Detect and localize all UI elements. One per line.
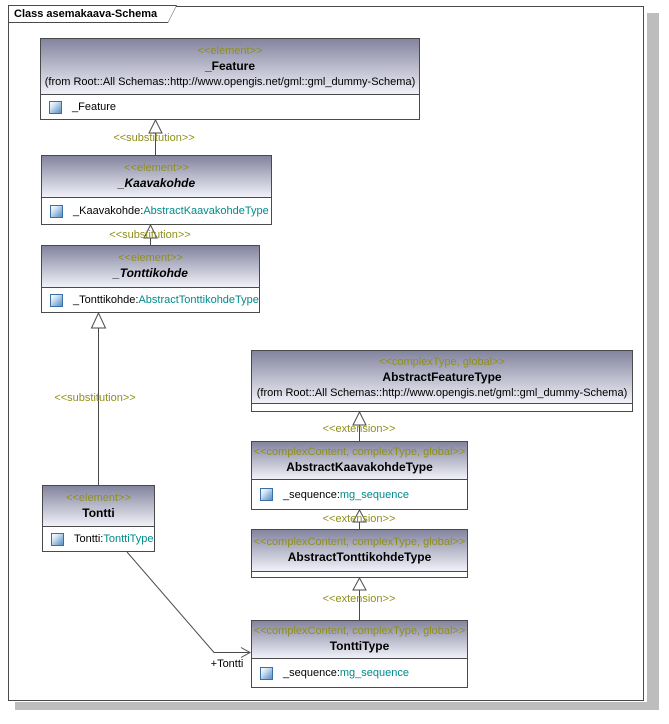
hollow-triangle-arrowhead xyxy=(143,223,158,239)
connector-extension-kaavakohdetype-featuretype[interactable] xyxy=(352,410,367,441)
class-header: <<complexContent, complexType, global>> … xyxy=(252,530,467,572)
class-header: <<complexType, global>> AbstractFeatureT… xyxy=(252,351,632,404)
class-box-abstract-tonttikohde-type[interactable]: <<complexContent, complexType, global>> … xyxy=(251,529,468,578)
diagram-title: Class asemakaava-Schema xyxy=(9,6,176,22)
class-header: <<element>> _Kaavakohde xyxy=(42,156,271,198)
connector-association-tontti-tonttitype[interactable] xyxy=(126,551,252,658)
stereotype-label: <<complexType, global>> xyxy=(379,355,505,368)
class-name: _Kaavakohde xyxy=(117,176,196,190)
origin-label: (from Root::All Schemas::http://www.open… xyxy=(44,76,416,88)
empty-attribute-section xyxy=(252,572,467,577)
attribute-text: _Tonttikohde:AbstractTonttikohdeType xyxy=(73,294,259,306)
attribute-icon xyxy=(260,666,273,680)
attribute-row[interactable]: _sequence:mg_sequence xyxy=(252,666,467,680)
extension-label: <<extension>> xyxy=(322,423,396,435)
hollow-triangle-arrowhead xyxy=(352,410,367,426)
class-header: <<element>> _Tonttikohde xyxy=(42,246,259,288)
class-name: AbstractFeatureType xyxy=(382,369,502,384)
connector-substitution-kaavakohde-feature[interactable] xyxy=(148,118,163,155)
attribute-icon xyxy=(49,100,62,114)
connector-substitution-tontti-tonttikohde[interactable] xyxy=(90,311,107,485)
open-arrowhead xyxy=(240,647,252,658)
attribute-row[interactable]: _Tonttikohde:AbstractTonttikohdeType xyxy=(42,293,259,307)
class-name: _Feature xyxy=(204,59,256,73)
attribute-icon xyxy=(50,204,63,218)
empty-attribute-section xyxy=(252,404,632,411)
connector-substitution-tonttikohde-kaavakohde[interactable] xyxy=(143,223,158,245)
attribute-row[interactable]: _sequence:mg_sequence xyxy=(252,488,467,501)
class-box-tontti[interactable]: <<element>> Tontti Tontti:TonttiType xyxy=(42,485,155,552)
hollow-triangle-arrowhead xyxy=(90,311,107,329)
class-header: <<complexContent, complexType, global>> … xyxy=(252,442,467,480)
class-header: <<element>> _Feature (from Root::All Sch… xyxy=(41,39,419,95)
extension-label: <<extension>> xyxy=(322,513,396,525)
class-name: TonttiType xyxy=(329,639,390,653)
class-header: <<complexContent, complexType, global>> … xyxy=(252,621,467,659)
attribute-text: _Feature xyxy=(72,101,117,113)
stereotype-label: <<element>> xyxy=(124,162,189,174)
hollow-triangle-arrowhead xyxy=(352,576,367,591)
hollow-triangle-arrowhead xyxy=(352,508,367,523)
class-name: AbstractTonttikohdeType xyxy=(287,550,432,564)
connector-extension-tonttitype-tonttikohdetype[interactable] xyxy=(352,576,367,620)
hollow-triangle-arrowhead xyxy=(148,118,163,134)
class-box-tonttikohde[interactable]: <<element>> _Tonttikohde _Tonttikohde:Ab… xyxy=(41,245,260,313)
extension-label: <<extension>> xyxy=(322,593,396,605)
attribute-text: _sequence:mg_sequence xyxy=(283,667,409,679)
substitution-label: <<substitution>> xyxy=(109,229,191,241)
class-name: AbstractKaavakohdeType xyxy=(286,460,433,474)
attribute-row[interactable]: Tontti:TonttiType xyxy=(43,532,154,546)
association-role-label: +Tontti xyxy=(210,658,244,670)
page-shadow-bottom xyxy=(15,702,659,710)
attribute-icon xyxy=(260,488,273,501)
page-shadow-right xyxy=(647,13,659,707)
class-box-tontti-type[interactable]: <<complexContent, complexType, global>> … xyxy=(251,620,468,688)
stereotype-label: <<element>> xyxy=(66,491,131,504)
attribute-icon xyxy=(51,532,64,546)
class-name: Tontti xyxy=(82,505,115,520)
diagram-title-tab: Class asemakaava-Schema xyxy=(8,5,177,23)
substitution-label: <<substitution>> xyxy=(113,132,195,144)
substitution-label: <<substitution>> xyxy=(54,392,136,404)
attribute-text: Tontti:TonttiType xyxy=(74,533,154,545)
class-box-abstract-kaavakohde-type[interactable]: <<complexContent, complexType, global>> … xyxy=(251,441,468,510)
stereotype-label: <<complexContent, complexType, global>> xyxy=(253,625,466,637)
class-header: <<element>> Tontti xyxy=(43,486,154,527)
attribute-text: _sequence:mg_sequence xyxy=(283,488,409,501)
attribute-row[interactable]: _Kaavakohde:AbstractKaavakohdeType xyxy=(42,204,271,218)
connector-extension-tonttikohdetype-kaavakohdetype[interactable] xyxy=(352,508,367,529)
attribute-icon xyxy=(50,293,63,307)
attribute-text: _Kaavakohde:AbstractKaavakohdeType xyxy=(73,205,269,217)
stereotype-label: <<complexContent, complexType, global>> xyxy=(253,446,466,458)
stereotype-label: <<complexContent, complexType, global>> xyxy=(253,536,466,548)
stereotype-label: <<element>> xyxy=(118,252,183,264)
class-box-kaavakohde[interactable]: <<element>> _Kaavakohde _Kaavakohde:Abst… xyxy=(41,155,272,225)
class-box-feature[interactable]: <<element>> _Feature (from Root::All Sch… xyxy=(40,38,420,120)
stereotype-label: <<element>> xyxy=(197,45,263,57)
class-box-abstract-feature-type[interactable]: <<complexType, global>> AbstractFeatureT… xyxy=(251,350,633,412)
attribute-row[interactable]: _Feature xyxy=(41,100,419,114)
class-name: _Tonttikohde xyxy=(113,266,188,280)
origin-label: (from Root::All Schemas::http://www.open… xyxy=(256,386,628,399)
